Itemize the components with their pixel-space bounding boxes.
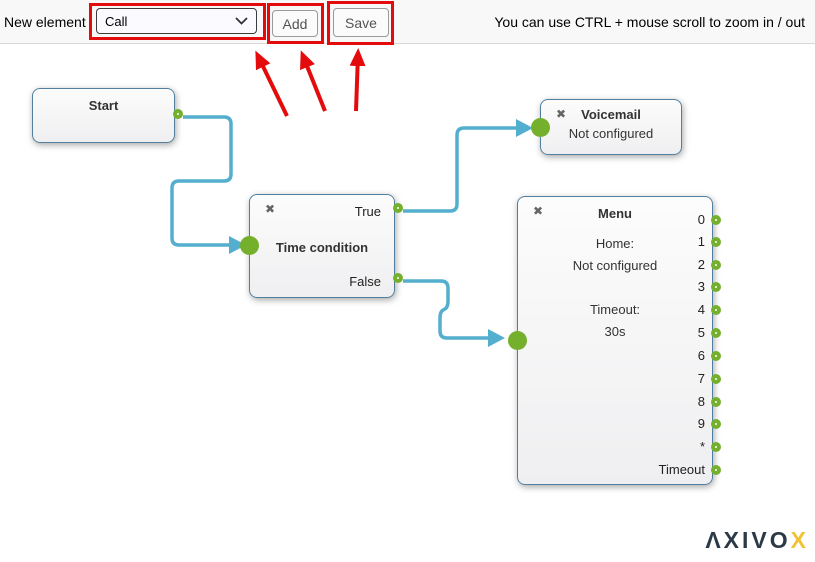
output-port-8[interactable] [711, 396, 721, 407]
menu-timeout-value: 30s [604, 324, 626, 339]
output-port-7[interactable] [711, 373, 721, 384]
annotation-arrow-add [300, 50, 327, 112]
output-port-start[interactable] [173, 109, 183, 119]
element-select[interactable]: Call [96, 8, 257, 34]
menu-output-1: 1 [698, 234, 721, 249]
node-time-condition-title: Time condition [275, 240, 369, 255]
output-label-false: False [349, 274, 381, 289]
node-voicemail-title: Voicemail [581, 107, 641, 122]
connector-true-to-voicemail [403, 126, 517, 213]
menu-home-label: Home: [595, 236, 635, 251]
menu-output-4: 4 [698, 302, 721, 317]
output-port-6[interactable] [711, 350, 721, 361]
connector-false-to-menu [403, 279, 489, 340]
output-port-1[interactable] [711, 236, 721, 247]
input-port-menu[interactable] [508, 331, 527, 350]
axivox-logo: ΛXIVOX [705, 527, 809, 554]
node-menu-title: Menu [598, 206, 632, 221]
arrowhead-icon [488, 329, 505, 347]
output-port-5[interactable] [711, 327, 721, 338]
menu-output-8: 8 [698, 394, 721, 409]
output-port-false[interactable] [393, 273, 403, 283]
element-select-value: Call [105, 13, 128, 29]
annotation-arrow-select [255, 50, 289, 117]
menu-output-star: * [700, 439, 721, 454]
output-port-timeout[interactable] [711, 464, 721, 475]
node-voicemail[interactable]: ✖ Voicemail Not configured [531, 99, 682, 155]
menu-output-5: 5 [698, 325, 721, 340]
menu-output-timeout: Timeout [659, 462, 721, 477]
menu-output-3: 3 [698, 279, 721, 294]
close-icon[interactable]: ✖ [533, 204, 544, 218]
output-port-3[interactable] [711, 281, 721, 292]
input-port-voicemail[interactable] [531, 118, 550, 137]
logo-main: ΛXIVO [705, 527, 791, 553]
menu-home-value: Not configured [572, 258, 658, 273]
save-button[interactable]: Save [333, 8, 389, 37]
menu-timeout-label: Timeout: [589, 302, 641, 317]
node-start[interactable]: Start [32, 88, 183, 143]
menu-output-0: 0 [698, 212, 721, 227]
input-port-time-condition[interactable] [240, 236, 259, 255]
connector-start-to-timecondition [170, 115, 233, 247]
output-port-9[interactable] [711, 418, 721, 429]
menu-output-9: 9 [698, 416, 721, 431]
logo-accent: X [790, 527, 809, 553]
output-label-true: True [354, 204, 381, 219]
zoom-hint-text: You can use CTRL + mouse scroll to zoom … [494, 14, 805, 30]
close-icon[interactable]: ✖ [556, 107, 567, 121]
menu-output-7: 7 [698, 371, 721, 386]
node-time-condition[interactable]: ✖ Time condition True False [240, 194, 403, 298]
node-start-title: Start [88, 98, 119, 113]
output-port-0[interactable] [711, 214, 721, 225]
toolbar: New element Call Add Save You can use CT… [0, 0, 815, 44]
output-port-2[interactable] [711, 259, 721, 270]
node-menu[interactable]: ✖ Menu Home: Not configured Timeout: 30s… [508, 196, 721, 485]
add-button[interactable]: Add [272, 10, 318, 37]
node-menu-body: Home: Not configured Timeout: 30s [518, 233, 712, 343]
output-port-star[interactable] [711, 441, 721, 452]
node-voicemail-status: Not configured [568, 126, 654, 141]
close-icon[interactable]: ✖ [265, 202, 276, 216]
menu-output-6: 6 [698, 348, 721, 363]
menu-output-2: 2 [698, 257, 721, 272]
menu-spacer [518, 277, 712, 299]
new-element-label: New element [4, 14, 86, 30]
output-port-4[interactable] [711, 304, 721, 315]
annotation-arrow-save [349, 48, 366, 112]
output-port-true[interactable] [393, 203, 403, 213]
chevron-down-icon [235, 17, 248, 25]
